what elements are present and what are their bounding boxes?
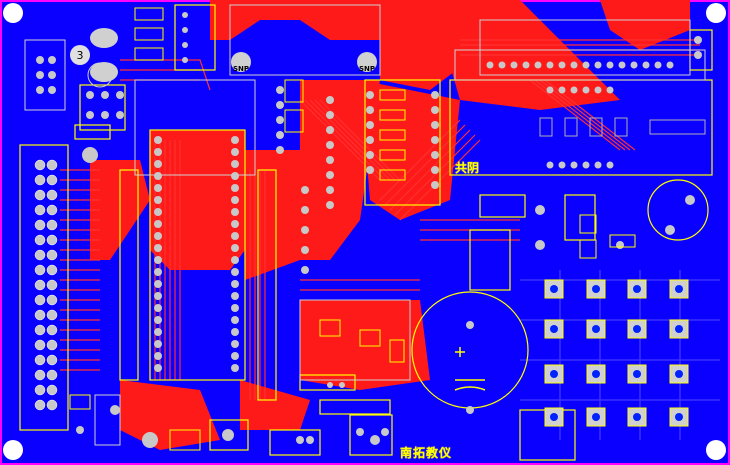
mounting-holes [3,3,726,460]
brand-label: 南拓教仪 [400,446,453,460]
common-cathode-label: 共阴 [455,161,480,175]
misc-pads [36,12,702,448]
capacitor-marking [454,347,486,391]
pads-header-top [486,61,674,169]
smd-parts [69,7,636,451]
seven-seg-display [539,117,706,137]
snp-label-left: SNP [233,65,250,73]
component-number-label: 3 [76,49,84,62]
pads-mid-column [276,86,439,274]
snp-transistors [231,52,377,72]
pads-ic-left [154,136,239,372]
snp-label-right: SNP [359,65,376,73]
bottom-traces [520,270,720,440]
pads-left-header [34,159,58,411]
keypad-matrix [544,279,689,427]
crystal-components [70,28,118,82]
